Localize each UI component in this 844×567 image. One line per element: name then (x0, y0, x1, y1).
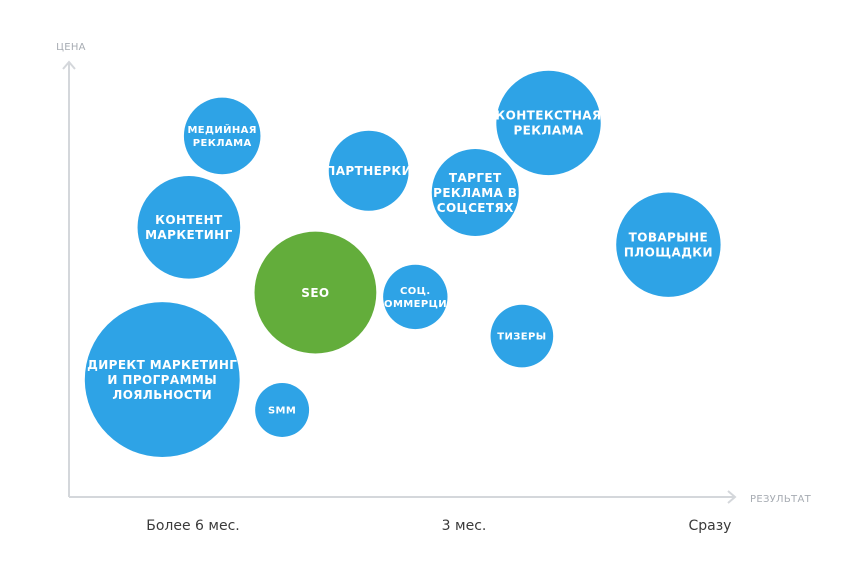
bubble: SMM (255, 383, 310, 437)
x-tick-label: Более 6 мес. (146, 518, 239, 534)
y-axis-title: ЦЕНА (56, 42, 86, 53)
bubble-circle (254, 231, 377, 354)
x-tick-label: Сразу (689, 518, 732, 534)
bubble-label: SMM (268, 406, 296, 417)
bubble-circle (84, 302, 240, 457)
bubble-circle (496, 70, 601, 176)
bubble-circle (328, 130, 409, 211)
x-axis-title: РЕЗУЛЬТАТ (750, 494, 812, 505)
bubble-circle (183, 97, 261, 175)
bubble: ПАРТНЕРКИ (325, 130, 412, 211)
x-tick-label: 3 мес. (442, 518, 487, 534)
bubble: SEO (254, 231, 377, 354)
bubble-circle (383, 264, 448, 330)
bubble: СОЦ.КОММЕРЦИЯ (375, 264, 455, 330)
bubble-label: ПАРТНЕРКИ (325, 164, 412, 178)
x-axis-arrow-icon (727, 490, 737, 504)
bubble-circle (431, 149, 519, 236)
bubble: ТИЗЕРЫ (490, 304, 554, 368)
y-axis-arrow-icon (62, 60, 76, 70)
bubble-circle (616, 192, 721, 297)
bubble-label: СОЦ.КОММЕРЦИЯ (375, 286, 455, 310)
bubble-circle (490, 304, 554, 368)
x-tick-labels: Более 6 мес. 3 мес. Сразу (146, 518, 731, 534)
bubble-label: SEO (301, 286, 329, 300)
bubble-circle (255, 383, 310, 437)
axes: ЦЕНА РЕЗУЛЬТАТ (56, 42, 811, 505)
bubble-label: ТИЗЕРЫ (497, 332, 546, 343)
bubble-circle (137, 175, 241, 279)
